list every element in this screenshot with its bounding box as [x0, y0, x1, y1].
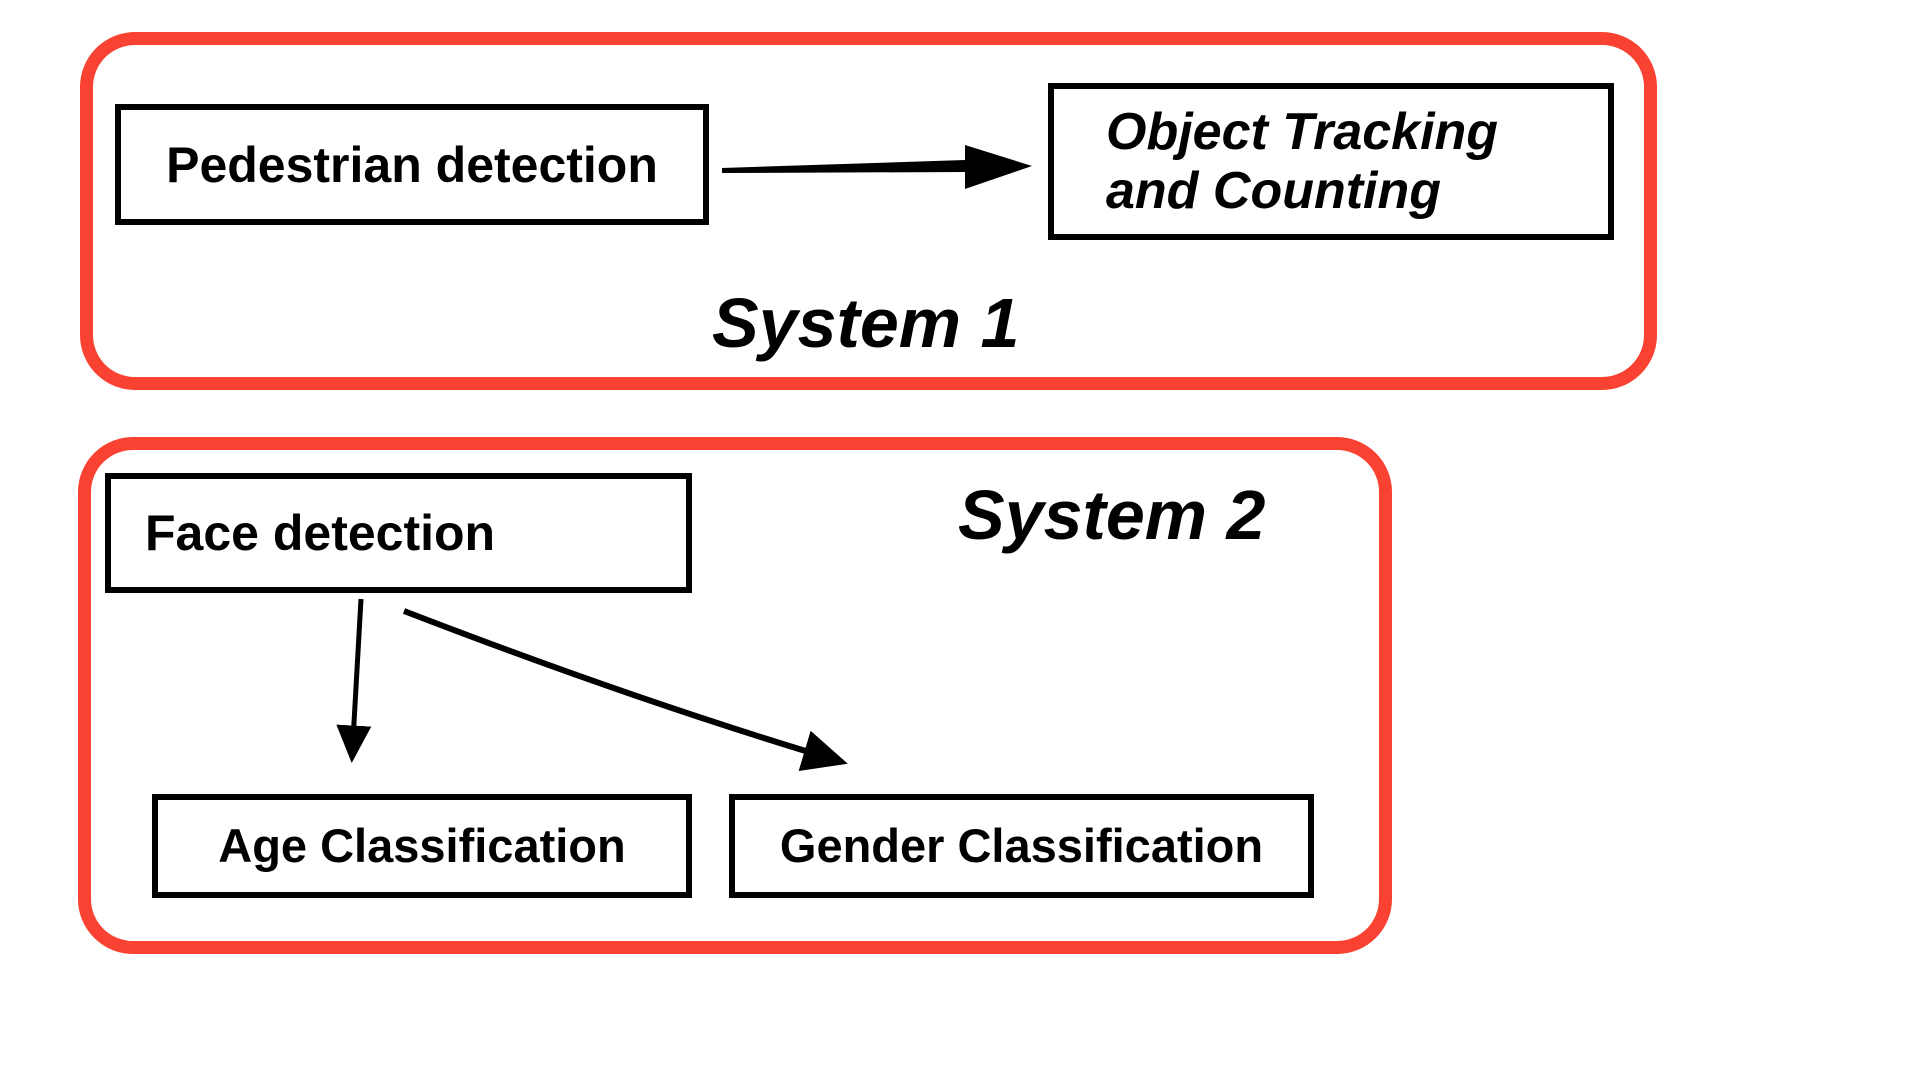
age-classification-label: Age Classification [218, 818, 626, 872]
system2-label: System 2 [958, 476, 1266, 554]
pedestrian-detection-label: Pedestrian detection [166, 136, 658, 193]
object-tracking-box: Object Tracking and Counting [1048, 83, 1614, 240]
system1-frame [80, 32, 1657, 390]
system2-frame [78, 437, 1392, 954]
pedestrian-detection-box: Pedestrian detection [115, 104, 709, 225]
gender-classification-box: Gender Classification [729, 794, 1314, 898]
gender-classification-label: Gender Classification [779, 818, 1264, 872]
system1-label: System 1 [712, 284, 1020, 362]
age-classification-box: Age Classification [152, 794, 692, 898]
face-detection-box: Face detection [105, 473, 692, 593]
face-detection-label: Face detection [145, 505, 496, 561]
object-tracking-label: Object Tracking and Counting [1106, 103, 1499, 220]
